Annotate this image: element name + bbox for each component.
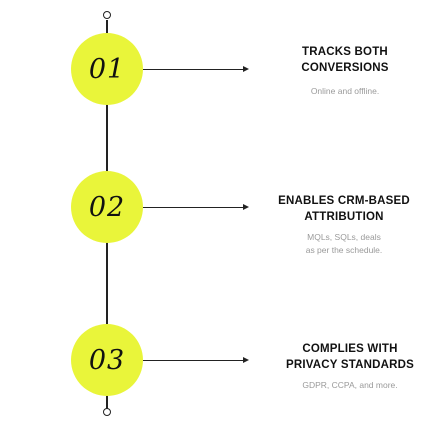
step-1-title-line1: TRACKS BOTH (302, 46, 388, 58)
step-2-circle: 02 (71, 171, 143, 243)
step-3-number: 03 (88, 344, 126, 376)
step-1-text: TRACKS BOTH CONVERSIONS Online and offli… (270, 44, 420, 98)
arrow-right-icon (243, 357, 249, 363)
step-1-number: 01 (88, 53, 126, 85)
step-3-circle: 03 (71, 324, 143, 396)
step-1-circle: 01 (71, 33, 143, 105)
step-1-connector (143, 69, 243, 70)
step-1-title-line2: CONVERSIONS (301, 62, 389, 74)
step-2-description-line1: MQLs, SQLs, deals (307, 232, 381, 242)
step-3-title-line1: COMPLIES WITH (302, 343, 398, 355)
arrow-right-icon (243, 204, 249, 210)
step-2-number: 02 (88, 191, 126, 223)
timeline-start-cap (103, 11, 111, 19)
step-2-title-line1: ENABLES CRM-BASED (278, 195, 410, 207)
step-3-text: COMPLIES WITH PRIVACY STANDARDS GDPR, CC… (270, 341, 430, 392)
arrow-right-icon (243, 66, 249, 72)
step-2-connector (143, 207, 243, 208)
step-2-text: ENABLES CRM-BASED ATTRIBUTION MQLs, SQLs… (260, 193, 428, 257)
step-3-connector (143, 360, 243, 361)
step-1-description: Online and offline. (310, 86, 380, 96)
step-2-description-line2: as per the schedule. (305, 245, 383, 255)
step-2-title-line2: ATTRIBUTION (304, 211, 384, 223)
step-3-description: GDPR, CCPA, and more. (302, 380, 398, 390)
timeline-end-cap (103, 408, 111, 416)
step-3-title-line2: PRIVACY STANDARDS (286, 359, 414, 371)
